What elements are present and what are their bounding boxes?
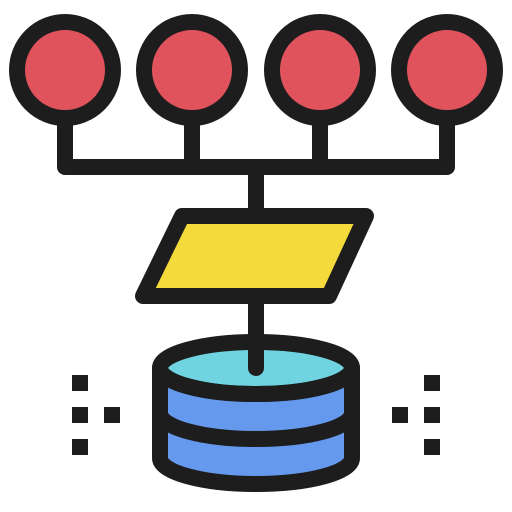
- source-nodes: [9, 14, 503, 126]
- database-top-rim: [152, 366, 360, 402]
- process-parallelogram-icon: [135, 208, 374, 304]
- dot: [392, 407, 408, 423]
- dot: [72, 439, 88, 455]
- database-divider: [152, 411, 360, 447]
- dot: [104, 407, 120, 423]
- source-node-4-icon: [391, 14, 503, 126]
- source-node-2-icon: [136, 14, 248, 126]
- dot: [72, 407, 88, 423]
- dots-right: [392, 375, 440, 455]
- dot: [424, 407, 440, 423]
- source-node-1-icon: [9, 14, 121, 126]
- connector-lines: [57, 112, 455, 373]
- dots-left: [72, 375, 120, 455]
- dot: [72, 375, 88, 391]
- dot: [424, 439, 440, 455]
- source-node-3-icon: [264, 14, 376, 126]
- dot: [424, 375, 440, 391]
